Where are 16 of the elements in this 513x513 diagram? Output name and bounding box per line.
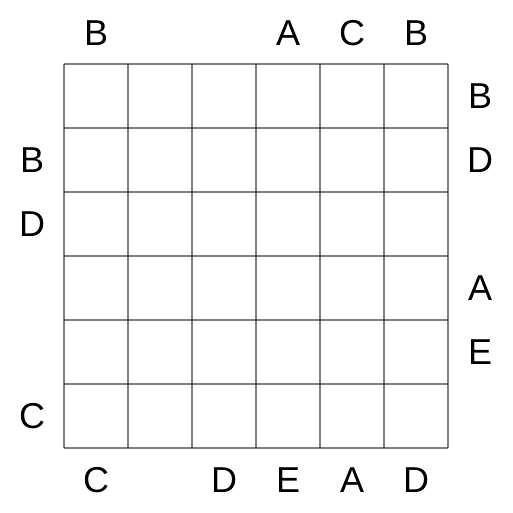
- clue-letter: B: [404, 13, 428, 53]
- clue-letter: A: [468, 268, 492, 308]
- clue-letter: B: [468, 76, 492, 116]
- clue-letter: E: [276, 460, 300, 500]
- clue-letter: D: [467, 140, 493, 180]
- clue-letter: B: [84, 13, 108, 53]
- clue-letter: D: [211, 460, 237, 500]
- clue-letter: C: [339, 13, 365, 53]
- clue-letter: A: [276, 13, 300, 53]
- clue-letter: E: [468, 332, 492, 372]
- clue-letter: D: [403, 460, 429, 500]
- clue-letter: D: [19, 204, 45, 244]
- clue-letter: A: [340, 460, 364, 500]
- clue-letter: C: [83, 460, 109, 500]
- clue-letter: B: [20, 140, 44, 180]
- clue-letter: C: [19, 396, 45, 436]
